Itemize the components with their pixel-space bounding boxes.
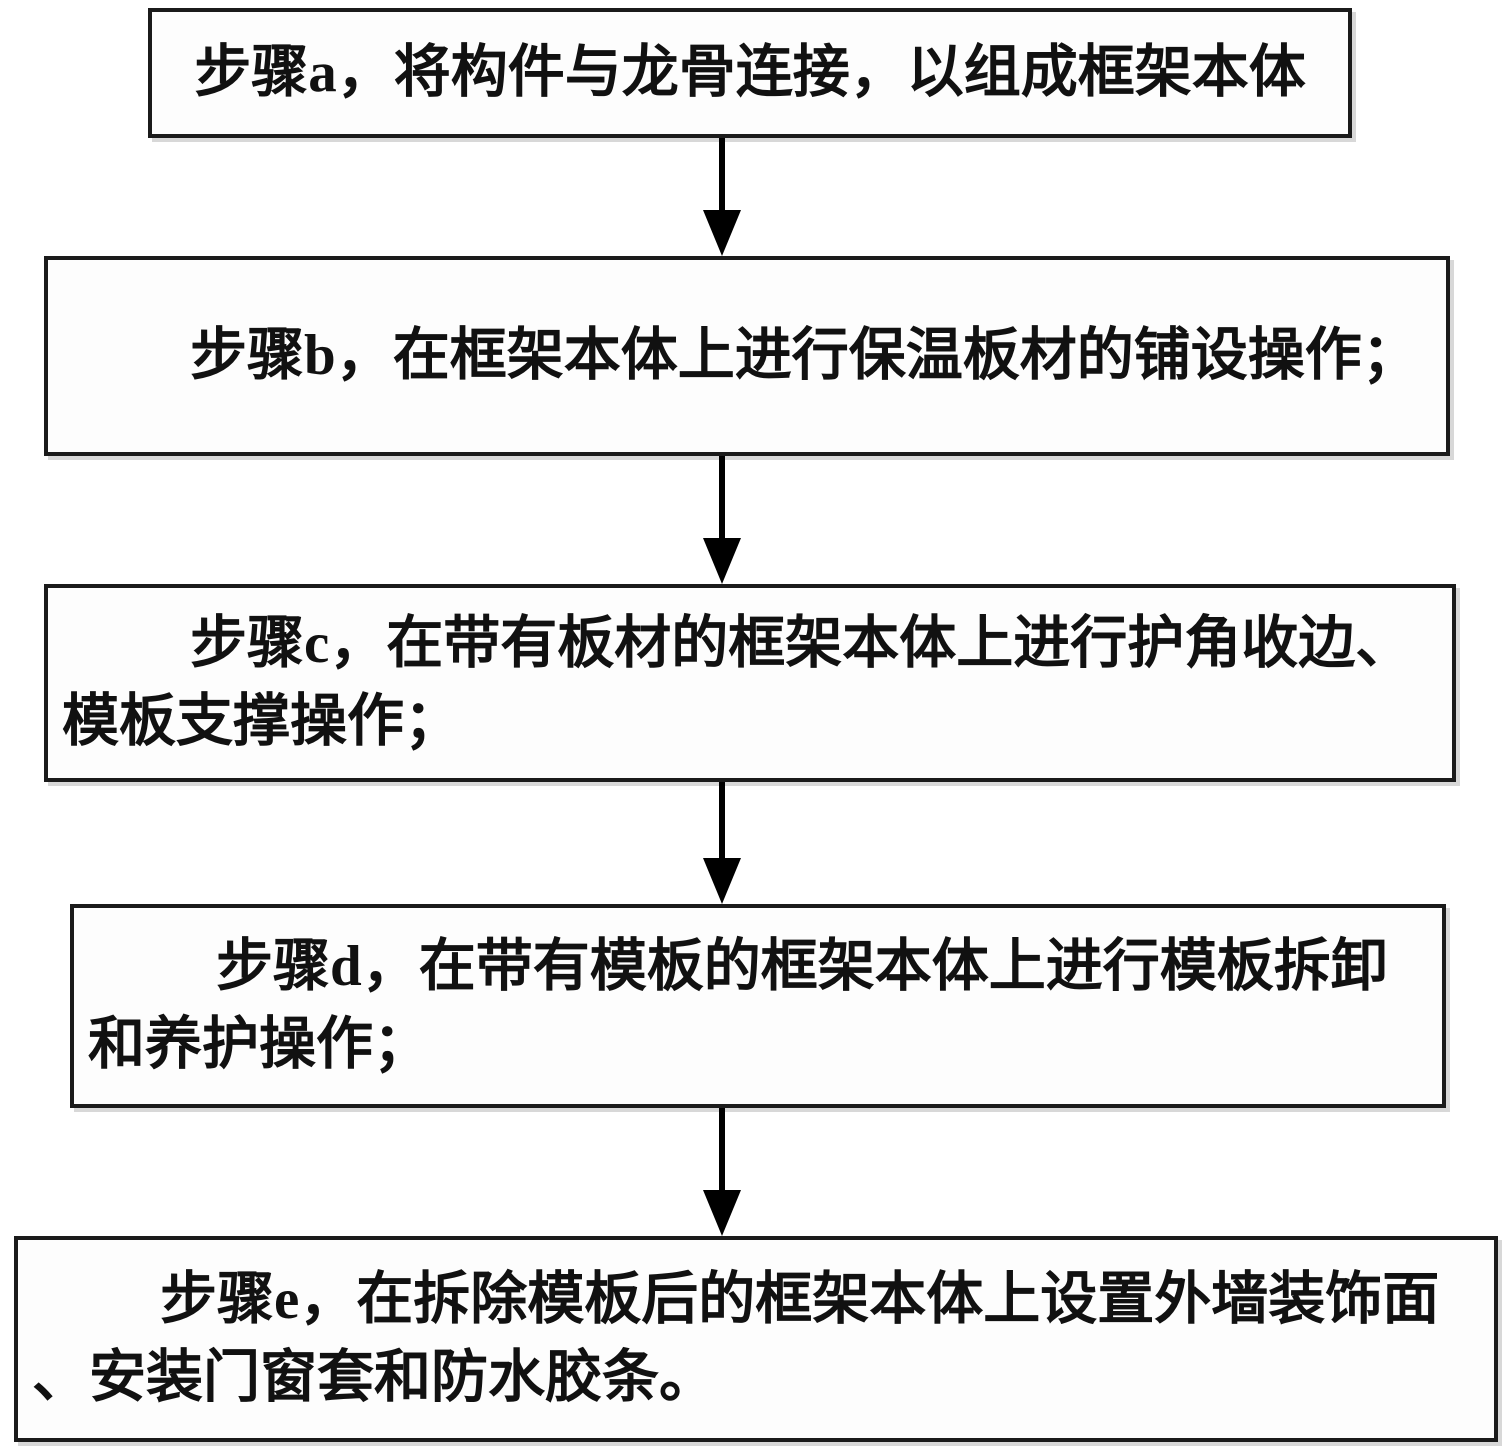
arrow-shaft (719, 138, 725, 210)
step-c-text-line2: 模板支撑操作； (62, 690, 461, 753)
step-b-box: 步骤b，在框架本体上进行保温板材的铺设操作； (44, 256, 1450, 456)
step-a-box: 步骤a，将构件与龙骨连接，以组成框架本体 (148, 8, 1352, 138)
step-e-text-line1: 步骤e，在拆除模板后的框架本体上设置外墙装饰面 (160, 1268, 1440, 1331)
step-c-box: 步骤c，在带有板材的框架本体上进行护角收边、 模板支撑操作； (44, 584, 1456, 782)
arrow-down-icon (703, 1190, 741, 1236)
flow-arrow-c-to-d (703, 782, 741, 904)
arrow-down-icon (703, 210, 741, 256)
flow-arrow-d-to-e (703, 1108, 741, 1236)
arrow-shaft (719, 782, 725, 858)
flow-arrow-a-to-b (703, 138, 741, 256)
step-d-text-line2: 和养护操作； (88, 1013, 430, 1076)
step-e-box: 步骤e，在拆除模板后的框架本体上设置外墙装饰面 、安装门窗套和防水胶条。 (14, 1236, 1498, 1442)
step-d-box: 步骤d，在带有模板的框架本体上进行模板拆卸 和养护操作； (70, 904, 1446, 1108)
step-a-text: 步骤a，将构件与龙骨连接，以组成框架本体 (194, 41, 1306, 104)
arrow-shaft (719, 1108, 725, 1190)
step-b-text: 步骤b，在框架本体上进行保温板材的铺设操作； (190, 324, 1419, 387)
arrow-down-icon (703, 538, 741, 584)
arrow-down-icon (703, 858, 741, 904)
step-e-text-line2: 、安装门窗套和防水胶条。 (32, 1346, 716, 1409)
arrow-shaft (719, 456, 725, 538)
step-d-text-line1: 步骤d，在带有模板的框架本体上进行模板拆卸 (216, 935, 1388, 998)
flow-arrow-b-to-c (703, 456, 741, 584)
step-c-text-line1: 步骤c，在带有板材的框架本体上进行护角收边、 (190, 612, 1413, 675)
